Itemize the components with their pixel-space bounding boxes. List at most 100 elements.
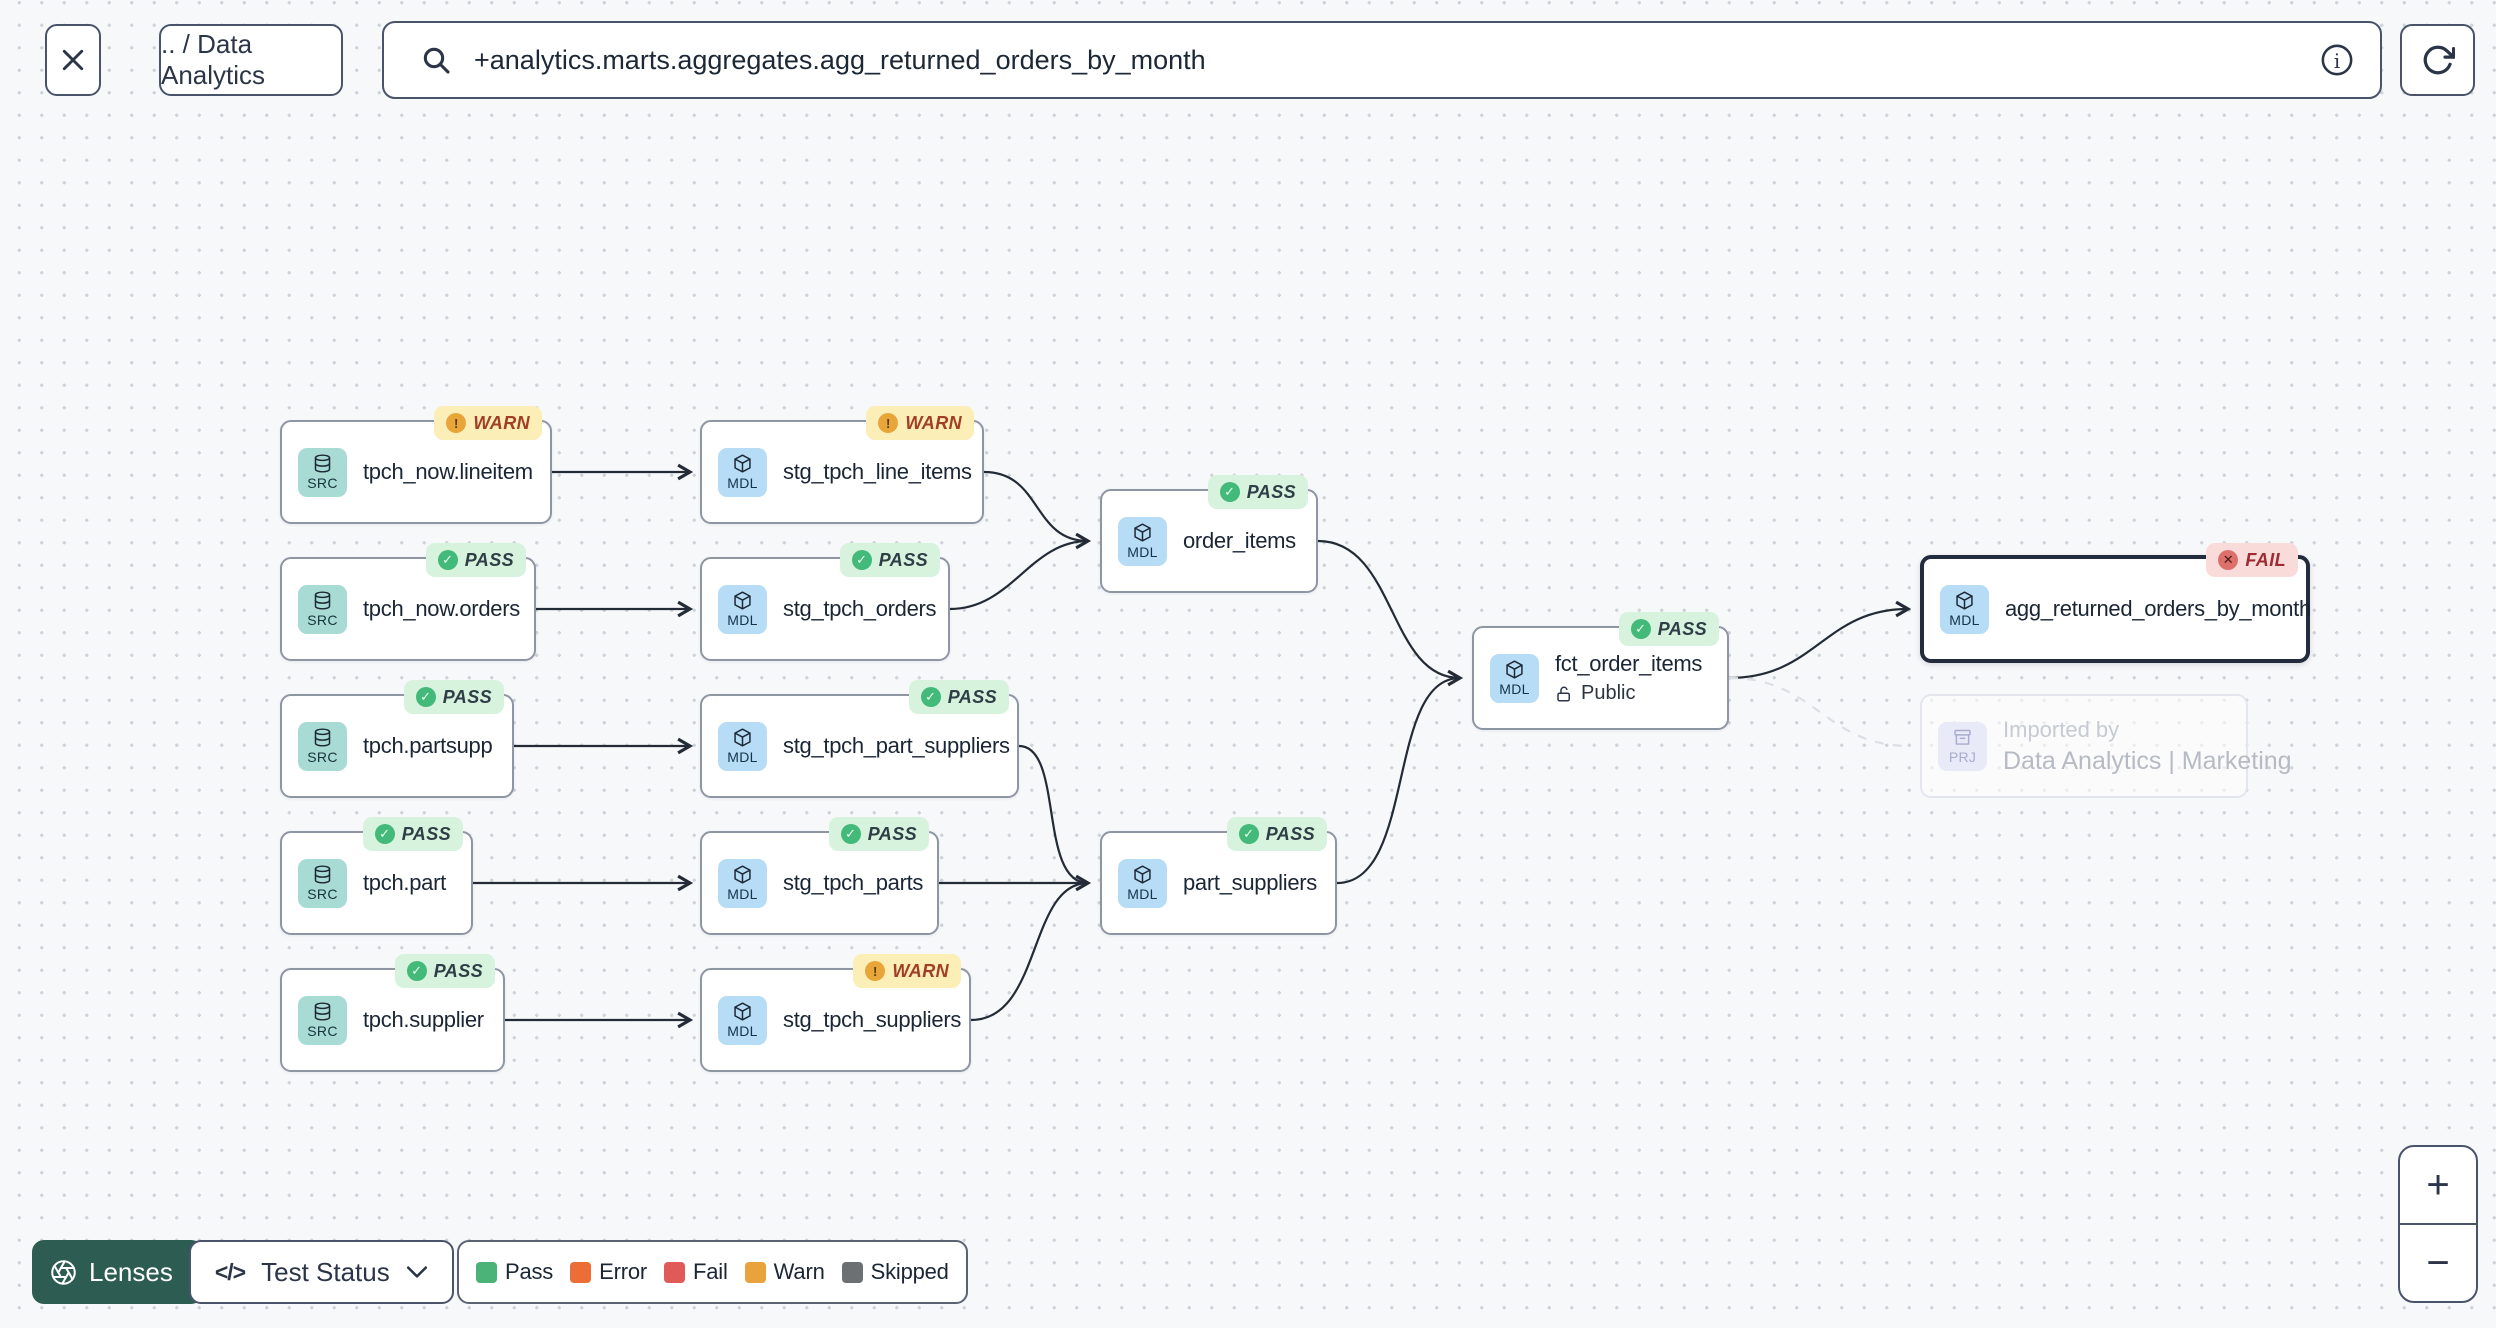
node-label: agg_returned_orders_by_month bbox=[2005, 596, 2311, 621]
pass-swatch bbox=[476, 1261, 497, 1283]
cube-icon bbox=[734, 728, 751, 747]
node-label: tpch.partsupp bbox=[363, 733, 493, 758]
refresh-button[interactable] bbox=[2400, 24, 2475, 96]
node-label: stg_tpch_parts bbox=[783, 870, 924, 895]
model-icon: MDL bbox=[718, 995, 767, 1045]
project-icon: PRJ bbox=[1938, 721, 1987, 771]
model-icon: MDL bbox=[718, 584, 767, 634]
node-tpch_now-orders[interactable]: ✓PASS SRC tpch_now.orders bbox=[280, 543, 536, 661]
access-row: Public bbox=[1555, 682, 1702, 705]
imported-project-name: Data Analytics | Marketing bbox=[2003, 746, 2292, 775]
node-tpch_now-lineitem[interactable]: !WARN SRC tpch_now.lineitem bbox=[280, 406, 552, 524]
node-label: tpch_now.orders bbox=[363, 596, 520, 621]
status-badge: ✓PASS bbox=[394, 954, 495, 988]
node-tpch-supplier[interactable]: ✓PASS SRC tpch.supplier bbox=[280, 954, 505, 1072]
node-stg_tpch_orders[interactable]: ✓PASS MDL stg_tpch_orders bbox=[700, 543, 950, 661]
zoom-out-button[interactable]: − bbox=[2426, 1240, 2450, 1285]
node-stg_tpch_parts[interactable]: ✓PASS MDL stg_tpch_parts bbox=[700, 817, 939, 935]
legend-item-skipped: Skipped bbox=[841, 1259, 949, 1285]
node-tpch-part[interactable]: ✓PASS SRC tpch.part bbox=[280, 817, 473, 935]
node-label: stg_tpch_part_suppliers bbox=[783, 733, 1010, 758]
legend-item-pass: Pass bbox=[476, 1259, 553, 1285]
node-part_suppliers[interactable]: ✓PASS MDL part_suppliers bbox=[1100, 817, 1337, 935]
error-swatch bbox=[570, 1261, 592, 1283]
model-icon: MDL bbox=[718, 721, 767, 771]
edge-fct-imported bbox=[1728, 676, 1911, 748]
node-label: order_items bbox=[1183, 528, 1296, 553]
lenses-button[interactable]: Lenses bbox=[32, 1240, 203, 1304]
aperture-icon bbox=[51, 1259, 76, 1285]
cube-icon bbox=[734, 865, 751, 884]
edge-stgline-orderitems bbox=[983, 470, 1092, 550]
model-icon: MDL bbox=[1940, 584, 1989, 634]
lenses-label: Lenses bbox=[89, 1256, 173, 1287]
edge-fct-agg bbox=[1728, 600, 1912, 680]
model-icon: MDL bbox=[1490, 653, 1539, 703]
cube-icon bbox=[1956, 591, 1973, 610]
edge-partsuppliers-fct bbox=[1336, 676, 1461, 885]
model-icon: MDL bbox=[1118, 858, 1167, 908]
node-agg_returned_orders_by_month[interactable]: ✕FAIL MDL agg_returned_orders_by_month bbox=[1920, 543, 2311, 663]
breadcrumb-label: .. / Data Analytics bbox=[161, 29, 266, 90]
node-label: tpch_now.lineitem bbox=[363, 459, 533, 484]
svg-text:i: i bbox=[2334, 50, 2340, 73]
edge-stgpartsup-partsuppliers bbox=[1018, 744, 1092, 892]
fail-swatch bbox=[664, 1261, 685, 1283]
edge-stgsuppliers-partsuppliers bbox=[970, 881, 1089, 1022]
node-tpch-partsupp[interactable]: ✓PASS SRC tpch.partsupp bbox=[280, 680, 514, 798]
source-icon: SRC bbox=[298, 858, 347, 908]
cube-icon bbox=[1506, 660, 1523, 679]
node-stg_tpch_part_suppliers[interactable]: ✓PASS MDL stg_tpch_part_suppliers bbox=[700, 680, 1019, 798]
refresh-icon bbox=[2423, 45, 2455, 75]
search-icon bbox=[423, 47, 450, 74]
source-icon: SRC bbox=[298, 995, 347, 1045]
search-input[interactable] bbox=[474, 44, 2320, 76]
imported-by-label: Imported by bbox=[2003, 716, 2120, 742]
source-icon: SRC bbox=[298, 447, 347, 497]
test-status-dropdown[interactable]: </> Test Status bbox=[188, 1240, 454, 1304]
status-badge: ✕FAIL bbox=[2206, 543, 2298, 577]
test-status-label: Test Status bbox=[261, 1256, 390, 1287]
node-stg_tpch_suppliers[interactable]: !WARN MDL stg_tpch_suppliers bbox=[700, 954, 971, 1072]
source-icon: SRC bbox=[298, 584, 347, 634]
cube-icon bbox=[1134, 523, 1151, 542]
test-status-legend: Pass Error Fail Warn Skipped bbox=[457, 1240, 968, 1304]
node-order_items[interactable]: ✓PASS MDL order_items bbox=[1100, 475, 1318, 593]
code-icon: </> bbox=[214, 1258, 246, 1285]
node-label: stg_tpch_orders bbox=[783, 596, 937, 621]
close-icon bbox=[62, 49, 84, 71]
info-icon[interactable]: i bbox=[2320, 43, 2354, 77]
legend-item-warn: Warn bbox=[744, 1259, 825, 1285]
node-label: stg_tpch_line_items bbox=[783, 459, 972, 484]
cube-icon bbox=[734, 454, 751, 473]
search-bar[interactable]: i bbox=[382, 21, 2382, 99]
node-fct_order_items[interactable]: ✓PASS MDL fct_order_items Public bbox=[1472, 612, 1729, 730]
status-badge: ✓PASS bbox=[362, 817, 463, 851]
breadcrumb[interactable]: .. / Data Analytics bbox=[159, 24, 343, 96]
archive-icon bbox=[1954, 729, 1971, 745]
node-stg_tpch_line_items[interactable]: !WARN MDL stg_tpch_line_items bbox=[700, 406, 984, 524]
status-badge: ✓PASS bbox=[908, 680, 1009, 714]
status-badge: ✓PASS bbox=[1207, 475, 1308, 509]
zoom-in-button[interactable]: + bbox=[2400, 1147, 2476, 1225]
warn-swatch bbox=[744, 1261, 766, 1283]
chevron-down-icon bbox=[406, 1266, 427, 1278]
legend-item-error: Error bbox=[570, 1259, 647, 1285]
node-label: tpch.supplier bbox=[363, 1007, 484, 1032]
status-badge: ✓PASS bbox=[828, 817, 929, 851]
node-label: fct_order_items bbox=[1555, 651, 1703, 676]
close-button[interactable] bbox=[45, 24, 101, 96]
model-icon: MDL bbox=[1118, 516, 1167, 566]
node-imported-project[interactable]: PRJ Imported by Data Analytics | Marketi… bbox=[1920, 694, 2292, 798]
edge-stgorders-orderitems bbox=[949, 539, 1089, 611]
status-badge: ✓PASS bbox=[425, 543, 526, 577]
source-icon: SRC bbox=[298, 721, 347, 771]
model-icon: MDL bbox=[718, 858, 767, 908]
database-icon bbox=[314, 454, 331, 473]
skipped-swatch bbox=[841, 1261, 863, 1283]
node-label: tpch.part bbox=[363, 870, 446, 895]
database-icon bbox=[314, 1002, 331, 1021]
status-badge: ✓PASS bbox=[403, 680, 504, 714]
